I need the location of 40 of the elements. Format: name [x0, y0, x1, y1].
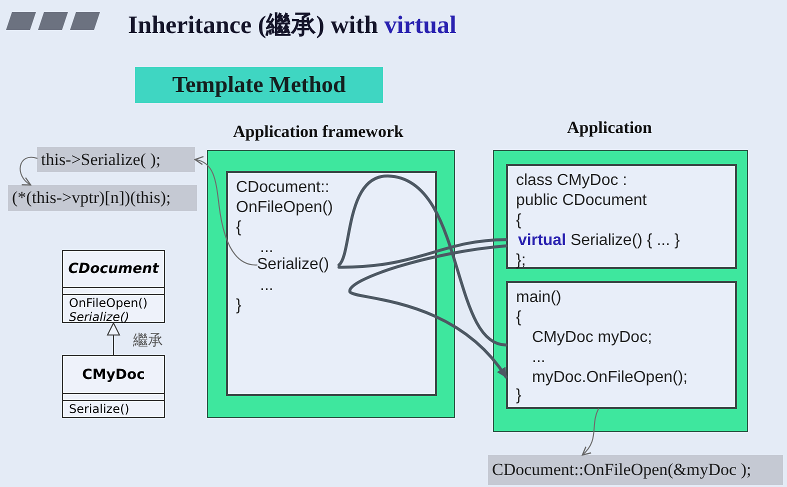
- class-name: CDocument: [68, 261, 159, 277]
- code-line: main(): [516, 288, 562, 308]
- leader-line: [582, 408, 599, 456]
- banner-text: Template Method: [172, 72, 346, 98]
- code-line: };: [516, 251, 526, 271]
- panel-heading: Application framework: [233, 122, 404, 142]
- code-line: ...: [260, 276, 274, 296]
- code-line: myDoc.OnFileOpen();: [532, 368, 688, 388]
- inheritance-arrow: [107, 322, 120, 356]
- class-name: CMyDoc: [82, 366, 145, 382]
- leader-line: [20, 156, 38, 186]
- code-line: {: [236, 218, 242, 238]
- panel-heading: Application: [567, 118, 652, 138]
- banner-box: [135, 67, 383, 103]
- code-line: {: [516, 211, 522, 231]
- code-line: }: [236, 296, 242, 316]
- code-callout: this->Serialize( );: [37, 147, 195, 172]
- code-panel: [226, 171, 437, 396]
- class-box: [62, 250, 165, 323]
- code-callout: CDocument::OnFileOpen(&myDoc );: [488, 455, 783, 485]
- hand-drawn-arrow: [348, 244, 508, 378]
- code-line: Serialize(): [257, 254, 339, 276]
- code-panel: [506, 164, 737, 269]
- code-line: CDocument:: OnFileOpen(): [236, 178, 334, 218]
- method-name: Serialize(): [69, 402, 130, 416]
- leader-line: [194, 156, 258, 266]
- slide-title: Inheritance (繼承) with virtual: [128, 11, 456, 41]
- code-line: ...: [260, 238, 274, 257]
- code-line: class CMyDoc : public CDocument: [516, 171, 648, 211]
- code-callout: (*(this->vptr)[n])(this);: [8, 185, 197, 211]
- code-line: }: [516, 386, 522, 406]
- code-line: virtual Serialize() { ... }: [518, 231, 680, 251]
- method-name: Serialize(): [69, 310, 130, 324]
- method-name: OnFileOpen(): [69, 296, 149, 310]
- code-line: {: [516, 308, 522, 328]
- code-panel: [506, 281, 737, 409]
- code-line: CMyDoc myDoc;: [532, 328, 652, 348]
- edge-label: 繼承: [132, 331, 164, 350]
- class-box: [62, 355, 165, 418]
- code-line: ...: [532, 348, 546, 368]
